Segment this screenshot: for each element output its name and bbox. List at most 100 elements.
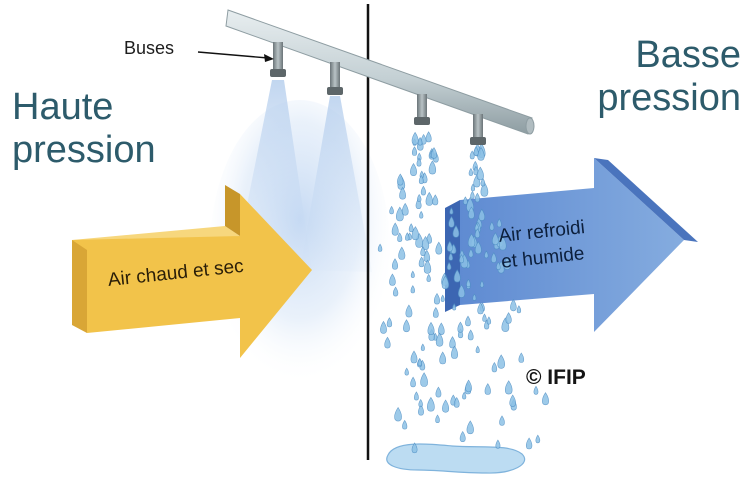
water-droplet-icon bbox=[420, 343, 425, 351]
water-droplet-icon bbox=[398, 246, 406, 260]
water-droplet-icon bbox=[401, 202, 409, 216]
water-droplet-icon bbox=[435, 332, 444, 347]
nozzle-icon bbox=[470, 114, 486, 145]
water-droplet-icon bbox=[457, 284, 466, 298]
water-droplet-icon bbox=[449, 336, 456, 349]
water-droplet-icon bbox=[417, 193, 422, 202]
water-droplet-icon bbox=[484, 383, 491, 395]
water-droplet-icon bbox=[459, 254, 464, 264]
water-droplet-icon bbox=[420, 185, 426, 196]
air-out-arrow-head-edge bbox=[594, 158, 698, 242]
water-droplet-icon bbox=[442, 399, 450, 413]
air-in-arrow-side bbox=[225, 185, 240, 236]
water-droplet-icon bbox=[457, 321, 464, 333]
water-droplet-icon bbox=[468, 167, 473, 176]
water-droplet-icon bbox=[473, 146, 479, 156]
water-droplets bbox=[377, 131, 549, 454]
water-droplet-icon bbox=[467, 329, 474, 341]
water-droplet-icon bbox=[431, 147, 437, 159]
water-droplet-icon bbox=[386, 317, 393, 328]
water-droplet-icon bbox=[474, 228, 481, 239]
pipe-end bbox=[525, 117, 535, 135]
water-droplet-icon bbox=[510, 298, 517, 312]
water-droplet-icon bbox=[403, 319, 410, 333]
high-pressure-label-line: Haute bbox=[12, 86, 114, 128]
low-pressure-label: Basse pression bbox=[597, 34, 741, 119]
air-out-arrow-body bbox=[460, 158, 684, 332]
water-droplet-icon bbox=[496, 218, 502, 228]
water-droplet-icon bbox=[482, 313, 487, 322]
water-droplet-icon bbox=[404, 367, 409, 376]
water-droplet-icon bbox=[411, 131, 419, 145]
water-droplet-icon bbox=[411, 226, 420, 241]
water-droplet-icon bbox=[499, 415, 505, 426]
water-droplet-icon bbox=[489, 221, 495, 231]
water-droplet-icon bbox=[472, 293, 477, 301]
water-droplet-icon bbox=[476, 166, 484, 181]
water-droplet-icon bbox=[416, 157, 422, 167]
air-in-arrow-body bbox=[72, 194, 312, 358]
water-droplet-icon bbox=[410, 270, 415, 278]
water-droplet-icon bbox=[486, 316, 492, 325]
water-droplet-icon bbox=[432, 307, 439, 318]
water-droplet-icon bbox=[467, 233, 476, 248]
water-droplet-icon bbox=[408, 223, 414, 233]
water-droplet-icon bbox=[418, 256, 425, 268]
nozzles-label: Buses bbox=[124, 38, 175, 58]
water-droplet-icon bbox=[399, 186, 406, 200]
water-droplet-icon bbox=[516, 305, 522, 314]
mist-cone-right bbox=[300, 96, 372, 272]
water-droplet-icon bbox=[509, 394, 516, 407]
water-droplet-icon bbox=[397, 232, 403, 243]
water-droplet-icon bbox=[459, 430, 466, 443]
low-pressure-label-line: pression bbox=[597, 76, 741, 119]
water-droplet-icon bbox=[470, 190, 475, 199]
high-pressure-label-line: pression bbox=[12, 128, 156, 171]
water-droplet-icon bbox=[411, 146, 418, 156]
water-droplet-icon bbox=[452, 225, 460, 238]
water-droplet-icon bbox=[465, 315, 471, 327]
water-droplet-icon bbox=[433, 292, 440, 305]
water-droplet-icon bbox=[470, 183, 475, 192]
water-droplet-icon bbox=[452, 303, 457, 311]
water-droplet-icon bbox=[418, 174, 424, 185]
water-droplet-icon bbox=[389, 205, 394, 215]
water-droplet-icon bbox=[435, 386, 442, 398]
water-droplet-icon bbox=[397, 173, 404, 186]
water-droplet-icon bbox=[405, 232, 410, 241]
water-droplet-icon bbox=[450, 345, 459, 359]
water-droplet-icon bbox=[535, 434, 541, 444]
water-droplet-icon bbox=[479, 280, 484, 288]
nozzle-icon bbox=[270, 42, 286, 77]
water-droplet-icon bbox=[439, 351, 447, 365]
water-droplet-icon bbox=[446, 261, 452, 271]
water-droplet-icon bbox=[411, 442, 418, 454]
water-droplet-icon bbox=[490, 252, 497, 263]
air-in-arrow-face bbox=[72, 240, 87, 333]
water-droplet-icon bbox=[448, 215, 455, 228]
nozzle-icon bbox=[327, 62, 343, 95]
water-droplet-icon bbox=[463, 196, 468, 205]
water-droplet-icon bbox=[410, 285, 415, 294]
water-droplet-icon bbox=[410, 376, 416, 388]
water-droplet-icon bbox=[473, 165, 479, 176]
water-droplet-icon bbox=[384, 336, 391, 349]
water-droplet-icon bbox=[477, 302, 484, 315]
water-droplet-icon bbox=[518, 352, 525, 363]
water-droplet-icon bbox=[449, 207, 454, 215]
water-droplet-icon bbox=[497, 354, 506, 369]
water-droplet-icon bbox=[505, 312, 512, 324]
water-droplet-icon bbox=[380, 320, 387, 334]
low-pressure-label-line: Basse bbox=[635, 34, 741, 76]
water-droplet-icon bbox=[389, 273, 396, 286]
water-droplet-icon bbox=[410, 350, 418, 364]
water-droplet-icon bbox=[462, 391, 467, 400]
water-droplet-icon bbox=[498, 236, 507, 251]
water-droplet-icon bbox=[491, 362, 498, 373]
water-droplet-icon bbox=[417, 357, 422, 367]
water-droplet-icon bbox=[465, 379, 472, 393]
water-droplet-icon bbox=[426, 273, 431, 282]
high-pressure-label: Haute pression bbox=[12, 86, 156, 171]
water-droplet-icon bbox=[418, 404, 424, 416]
